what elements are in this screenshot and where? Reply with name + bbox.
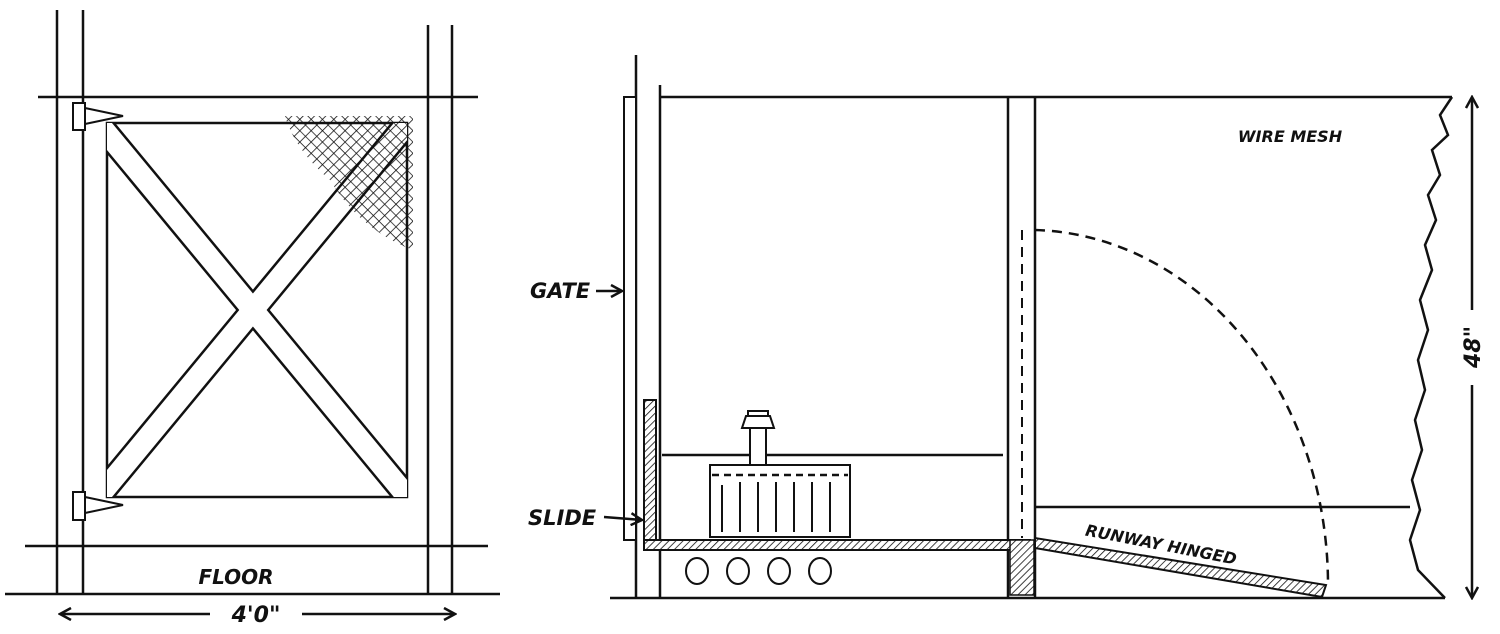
post-end-grain	[1009, 539, 1035, 596]
gate	[623, 96, 637, 541]
width-dimension: 4'0"	[231, 603, 281, 628]
hinged-runway	[1034, 536, 1328, 599]
vent-holes	[685, 557, 832, 585]
gate-label: GATE	[530, 279, 591, 303]
hinge-icon	[72, 491, 124, 521]
feeder-trough	[709, 410, 851, 538]
gate-front-view: FLOOR 4'0"	[5, 10, 500, 628]
floor-label: FLOOR	[198, 565, 273, 589]
slide	[643, 399, 1031, 551]
wire-mesh-patch	[285, 116, 413, 250]
runway-swing-arc	[1034, 228, 1330, 586]
gate-frame	[105, 116, 413, 499]
coop-side-section: GATE SLIDE WIRE MESH RUNWAY HINGED 48"	[528, 55, 1486, 598]
wire-mesh-label: WIRE MESH	[1238, 127, 1343, 146]
slide-label: SLIDE	[528, 506, 597, 530]
hinge-icon	[72, 102, 124, 131]
torn-edge	[1408, 96, 1454, 599]
height-dimension: 48"	[1461, 326, 1486, 369]
